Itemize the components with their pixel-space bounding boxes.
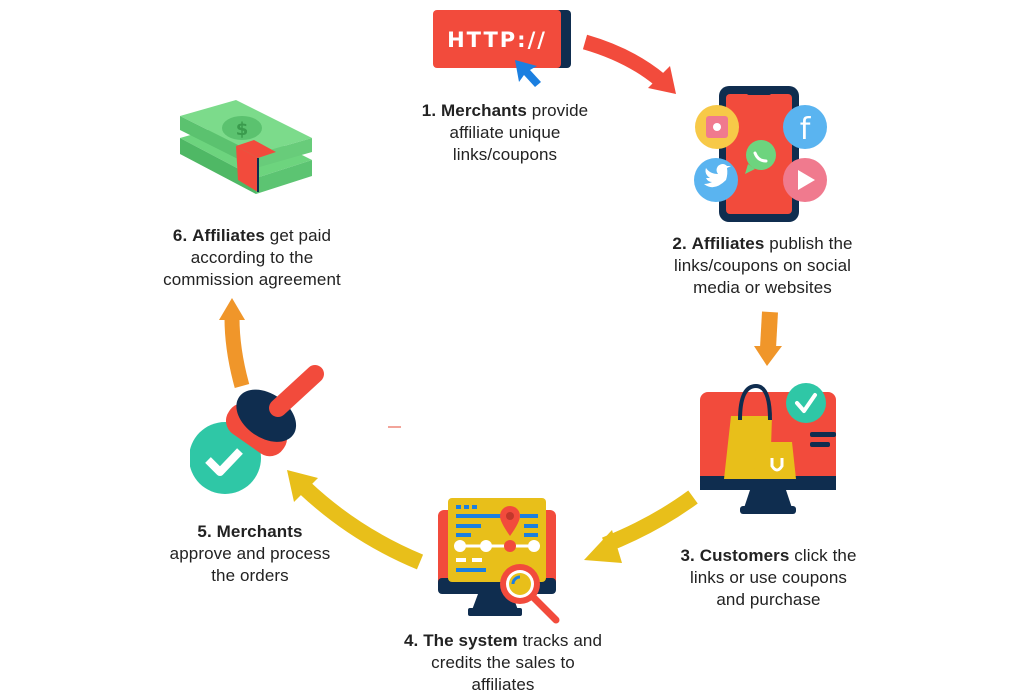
step-2-number: 2. [672,234,687,253]
tracking-monitor-icon [438,498,568,628]
step-3-number: 3. [680,546,695,565]
facebook-icon: f [783,105,827,149]
arrow-step1-to-step2 [582,34,676,94]
twitter-icon [694,158,738,202]
svg-text:$: $ [236,119,249,140]
step-4-line1: tracks and [517,631,602,650]
step-1-number: 1. [421,101,437,120]
step-6-caption: 6. Affiliates get paid according to the … [132,225,372,291]
step-4-number: 4. [403,631,419,650]
youtube-icon [783,158,827,202]
step-3-line2: links or use coupons [690,568,847,587]
step-3-line3: and purchase [716,590,821,609]
step-3-caption: 3. Customers click the links or use coup… [656,545,881,611]
arrow-step3-to-step4 [584,490,698,563]
svg-text:HTTP://: HTTP:// [447,28,547,52]
step-1-actor: Merchants [441,101,527,120]
arrow-step5-to-step6 [219,298,250,389]
step-4-line2: credits the sales to [431,653,575,672]
smartphone-social-icon: f [692,86,832,224]
step-5-line2: approve and process [169,544,331,563]
step-2-line2: links/coupons on social [673,256,852,275]
step-6-actor: Affiliates [192,226,265,245]
step-3-line1: click the [789,546,857,565]
step-3-actor: Customers [699,546,790,565]
step-5-number: 5. [197,522,212,541]
step-4-line3: affiliates [471,675,535,694]
step-1-line1: provide [526,101,589,120]
step-2-caption: 2. Affiliates publish the links/coupons … [640,233,885,299]
approval-stamp-icon [190,356,340,501]
step-1-line2: affiliate unique [449,123,561,142]
money-stack-icon: $ [178,100,318,200]
step-4-actor: The system [423,631,518,650]
svg-text:f: f [800,112,812,147]
magnifier-icon [500,564,560,624]
step-6-line3: commission agreement [163,270,341,289]
step-2-actor: Affiliates [691,234,765,253]
step-6-number: 6. [172,226,188,245]
step-1-line3: links/coupons [452,145,558,164]
step-5-caption: 5. Merchants approve and process the ord… [140,521,360,587]
shopping-monitor-icon [700,380,840,520]
step-1-caption: 1. Merchants provide affiliate unique li… [395,100,615,166]
check-badge-icon [786,383,826,423]
step-6-line2: according to the [190,248,314,267]
step-2-line1: publish the [764,234,853,253]
arrow-step2-to-step3 [754,311,782,366]
http-link-icon: HTTP:// [433,10,573,90]
arrow-step4-to-step5 [287,470,424,570]
step-6-line1: get paid [264,226,332,245]
step-5-actor: Merchants [216,522,303,541]
step-5-line3: the orders [211,566,289,585]
step-4-caption: 4. The system tracks and credits the sal… [378,630,628,696]
step-2-line3: media or websites [693,278,832,297]
whatsapp-icon [745,140,776,174]
instagram-icon [695,105,739,149]
